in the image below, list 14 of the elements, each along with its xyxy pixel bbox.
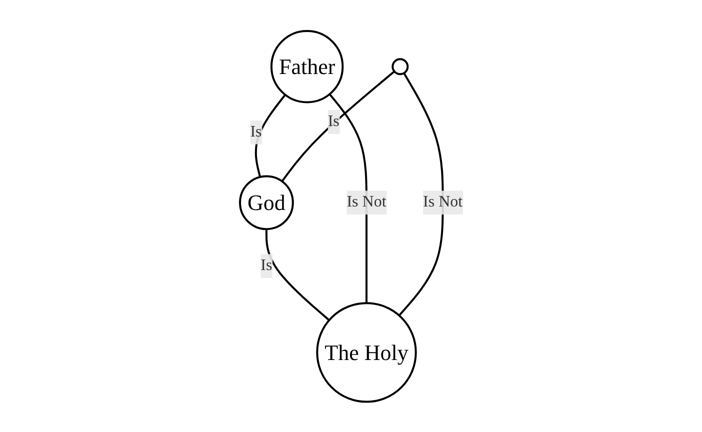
edge-label: Is [328, 112, 340, 130]
edge-label: Is Not [346, 193, 386, 210]
edge-label: Is Not [422, 193, 462, 210]
connector [398, 72, 444, 316]
node-circle: Father [270, 30, 344, 103]
node-circle [391, 58, 408, 75]
edge-label: Is [250, 122, 262, 140]
connector [265, 228, 330, 321]
node-circle: The Holy [316, 302, 417, 402]
connector [280, 70, 395, 182]
connector [328, 93, 368, 303]
edge-label: Is [260, 256, 272, 274]
connector [254, 94, 286, 177]
node-circle: God [238, 174, 294, 230]
